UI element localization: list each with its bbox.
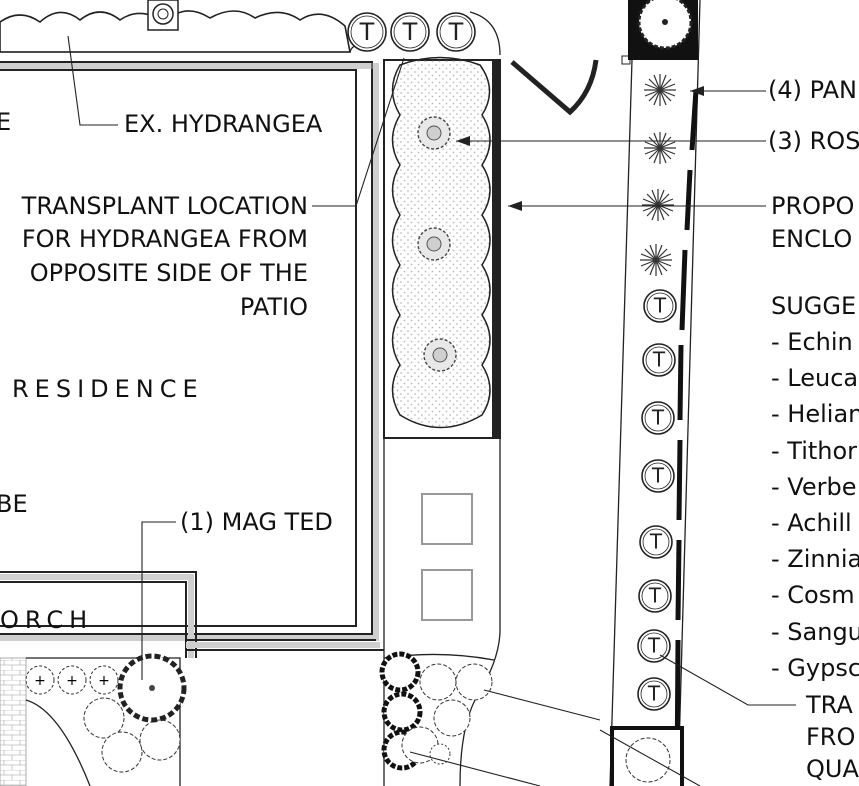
panicum-plant bbox=[644, 74, 676, 106]
rosa-label: (3) ROS bbox=[768, 127, 859, 155]
flower-shrub: + bbox=[25, 665, 55, 695]
be-label-fragment: BE bbox=[0, 490, 28, 518]
tree-t-symbol: T bbox=[641, 459, 675, 493]
tree-t-symbol: T bbox=[642, 343, 676, 377]
transplant-note-line-3: OPPOSITE SIDE OF THE bbox=[29, 259, 308, 287]
tree-t-symbol: T bbox=[637, 677, 671, 711]
suggested-plant-item: - Cosm bbox=[771, 581, 855, 610]
transplant-bottom-line-3: QUA bbox=[806, 755, 859, 783]
suggested-plant-item: - Tithor bbox=[771, 436, 858, 465]
suggested-plant-item: - Achill bbox=[771, 509, 852, 537]
tree-t-letter: T bbox=[359, 18, 375, 46]
tree-t-symbol: T bbox=[638, 579, 672, 613]
tree-t-letter: T bbox=[651, 464, 665, 488]
flower-shrub: + bbox=[89, 665, 119, 695]
transplant-note-line-4: PATIO bbox=[239, 293, 308, 321]
suggested-plant-item: - Zinnia bbox=[771, 545, 859, 574]
suggested-plant-item: - Sangu bbox=[771, 617, 859, 646]
tree-t-letter: T bbox=[651, 406, 665, 430]
transplant-note-line-1: TRANSPLANT LOCATION bbox=[21, 192, 308, 220]
round-shrub bbox=[433, 699, 471, 737]
stepping-stone bbox=[421, 493, 473, 545]
residence-wall bbox=[0, 61, 373, 635]
residence-label: RESIDENCE bbox=[12, 375, 204, 403]
proposed-label-line-1: PROPO bbox=[771, 192, 855, 220]
hydrangea-shrub bbox=[417, 227, 451, 261]
hydrangea-shrub bbox=[423, 338, 457, 372]
tree-t-symbol: T bbox=[637, 629, 671, 663]
panicum-label: (4) PAN bbox=[768, 76, 857, 104]
ex-hydrangea-label: EX. HYDRANGEA bbox=[124, 110, 323, 138]
gate-door bbox=[510, 59, 599, 116]
leader-lines bbox=[67, 35, 796, 786]
suggested-plant-item: - Leuca bbox=[771, 364, 859, 393]
proposed-label-line-2: ENCLO bbox=[771, 225, 853, 253]
dark-shrub bbox=[379, 651, 421, 693]
suggested-plant-item: - Gypsc bbox=[771, 653, 859, 682]
tree-t-letter: T bbox=[648, 584, 662, 608]
tree-t-letter: T bbox=[649, 530, 663, 554]
svg-text:+: + bbox=[34, 673, 46, 689]
svg-text:+: + bbox=[98, 673, 110, 689]
round-shrub bbox=[101, 731, 143, 773]
suggested-plant-item: - Echin bbox=[771, 328, 853, 356]
tree-t-letter: T bbox=[402, 18, 418, 46]
panicum-plant bbox=[644, 132, 676, 164]
tree-t-symbol: T bbox=[641, 401, 675, 435]
transplant-note-line-2: FOR HYDRANGEA FROM bbox=[21, 225, 308, 253]
brick-patio bbox=[0, 657, 27, 786]
tree-t-letter: T bbox=[647, 682, 661, 706]
round-shrub bbox=[419, 663, 457, 701]
suggested-plant-item: - Verbe bbox=[771, 472, 857, 501]
tree-t-symbol: T bbox=[643, 289, 677, 323]
mag-ted-label: (1) MAG TED bbox=[180, 508, 333, 536]
tree-t-symbol: T bbox=[639, 525, 673, 559]
panicum-plant bbox=[640, 244, 672, 276]
tree-t-symbol: T bbox=[347, 12, 387, 52]
transplant-bottom-line-2: FRO bbox=[806, 723, 856, 751]
round-shrub bbox=[139, 719, 181, 761]
dark-shrub bbox=[381, 691, 423, 733]
tree-t-letter: T bbox=[448, 18, 464, 46]
tree-t-symbol: T bbox=[436, 12, 476, 52]
transplant-bottom-line-1: TRA bbox=[806, 691, 853, 719]
tree-t-letter: T bbox=[647, 634, 661, 658]
stepping-stone bbox=[421, 569, 473, 621]
porch-label: ORCH bbox=[0, 606, 94, 634]
residence-label-fragment: E bbox=[0, 108, 12, 136]
tree-t-symbol: T bbox=[390, 12, 430, 52]
panicum-plant bbox=[642, 189, 674, 221]
fence-enclosure bbox=[609, 0, 701, 786]
flower-shrub: + bbox=[57, 665, 87, 695]
hydrangea-shrub bbox=[417, 116, 451, 150]
tree-t-letter: T bbox=[653, 294, 667, 318]
suggested-heading: SUGGE bbox=[771, 292, 857, 320]
svg-text:+: + bbox=[66, 673, 78, 689]
suggested-plant-item: - Helian bbox=[771, 400, 859, 429]
round-shrub bbox=[83, 697, 125, 739]
round-shrub bbox=[455, 663, 493, 701]
tree-t-letter: T bbox=[652, 348, 666, 372]
